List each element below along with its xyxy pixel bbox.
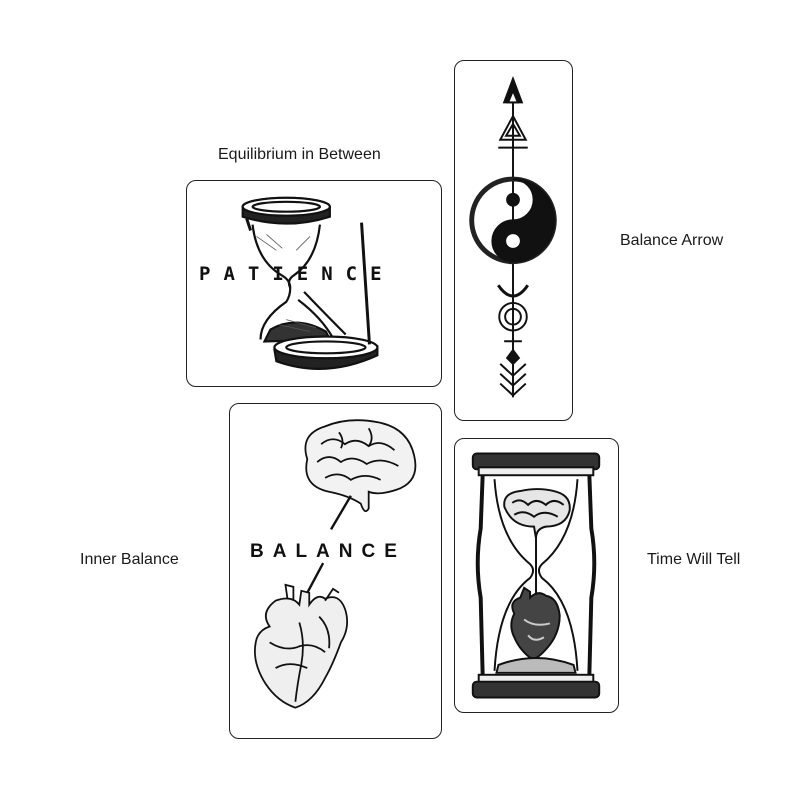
patience-word: PATIENCE (199, 263, 395, 285)
balance-word: BALANCE (250, 541, 406, 562)
hourglass-brain-heart-icon (471, 452, 601, 699)
yin-yang-arrow-icon (469, 75, 557, 398)
tattoo-card-balance-arrow[interactable] (454, 60, 573, 421)
hourglass-icon (241, 196, 379, 370)
caption-time-will-tell: Time Will Tell (647, 551, 741, 568)
caption-equilibrium: Equilibrium in Between (218, 146, 381, 163)
brain-heart-icon (253, 419, 417, 709)
tattoo-card-inner-balance[interactable]: BALANCE (229, 403, 442, 739)
caption-balance-arrow: Balance Arrow (620, 232, 724, 249)
tattoo-card-time-will-tell[interactable] (454, 438, 619, 713)
tattoo-card-patience[interactable]: PATIENCE (186, 180, 442, 387)
caption-inner-balance: Inner Balance (80, 551, 179, 568)
